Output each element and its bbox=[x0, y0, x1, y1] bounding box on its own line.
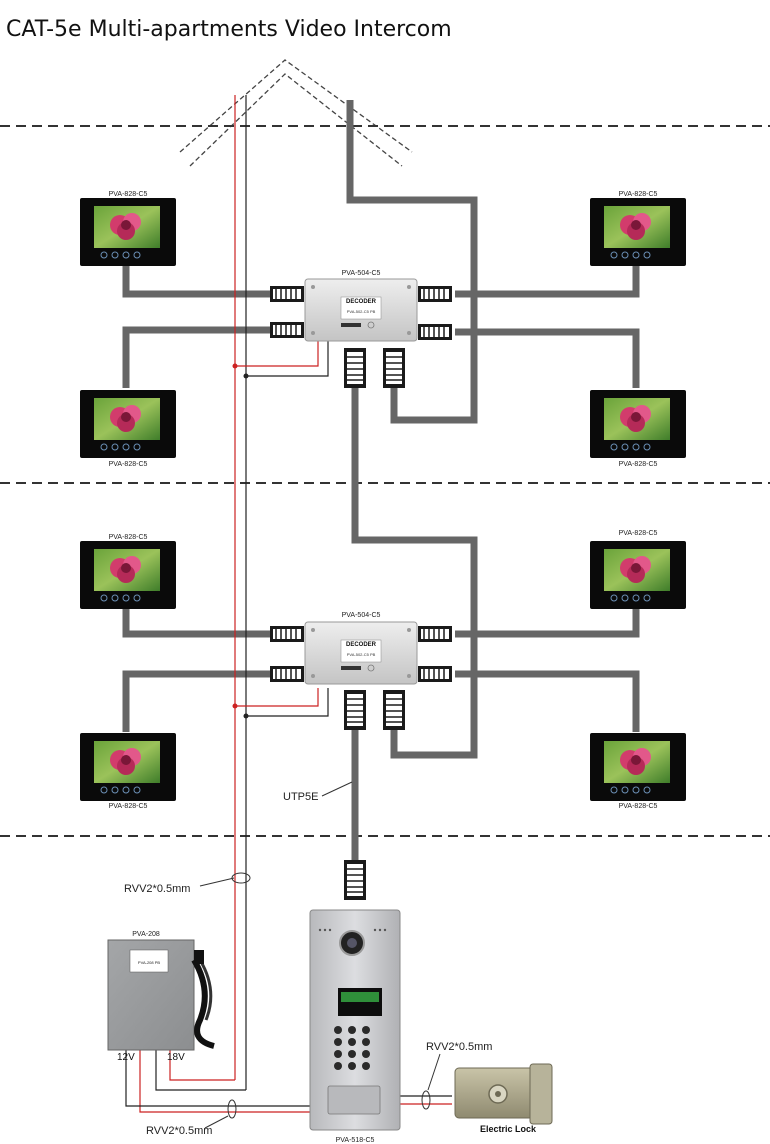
video-monitor bbox=[589, 389, 687, 459]
rvv-leader-line bbox=[199, 877, 235, 887]
power-18v-label: 18V bbox=[167, 1052, 185, 1063]
rj45-connector bbox=[417, 323, 453, 341]
roof-outline bbox=[179, 59, 413, 167]
cable-bundle-marker bbox=[421, 1090, 431, 1110]
rj45-connector bbox=[269, 285, 305, 303]
power-supply-model-label: PVA-208 bbox=[132, 931, 160, 938]
monitor-model-label: PVA-828-C5 bbox=[619, 461, 658, 468]
video-monitor bbox=[589, 732, 687, 802]
monitor-model-label: PVA-828-C5 bbox=[619, 530, 658, 537]
rj45-connector bbox=[269, 665, 305, 683]
monitor-model-label: PVA-828-C5 bbox=[619, 191, 658, 198]
rvv-leader-line bbox=[204, 1115, 229, 1129]
rj45-connector bbox=[417, 665, 453, 683]
rj45-connector bbox=[343, 347, 367, 389]
video-monitor bbox=[79, 197, 177, 267]
video-monitor bbox=[79, 732, 177, 802]
rj45-connector bbox=[343, 689, 367, 731]
decoder-box-text: DECODER bbox=[346, 642, 377, 648]
diagram-title: CAT-5e Multi-apartments Video Intercom bbox=[6, 17, 452, 42]
rvv-cable-label: RVV2*0.5mm bbox=[146, 1125, 212, 1137]
power-supply: PVA-208 PVA-208 PB 12V 18V bbox=[107, 931, 215, 1063]
utp-cable-label: UTP5E bbox=[283, 791, 318, 803]
floor-dividers bbox=[0, 125, 770, 837]
video-monitor bbox=[79, 389, 177, 459]
cable-bundle-marker bbox=[227, 1099, 237, 1119]
electric-lock-label: Electric Lock bbox=[480, 1124, 537, 1134]
monitor-model-label: PVA-828-C5 bbox=[109, 803, 148, 810]
door-station: PVA-518-C5 bbox=[309, 909, 401, 1144]
monitor-model-label: PVA-828-C5 bbox=[109, 534, 148, 541]
decoder-model-label: PVA-504-C5 bbox=[342, 270, 381, 277]
power-supply-sticker: PVA-208 PB bbox=[138, 960, 160, 965]
rvv-leader-line bbox=[427, 1053, 441, 1091]
monitor-model-label: PVA-828-C5 bbox=[619, 803, 658, 810]
rvv-cable-label: RVV2*0.5mm bbox=[426, 1041, 492, 1053]
utp-cabling bbox=[122, 100, 640, 860]
rj45-connector bbox=[417, 285, 453, 303]
power-12v-label: 12V bbox=[117, 1052, 135, 1063]
video-monitor bbox=[589, 197, 687, 267]
decoder-sub-text: PVA-502-C5 PB bbox=[347, 309, 376, 314]
rj45-connector bbox=[269, 321, 305, 339]
monitor-model-label: PVA-828-C5 bbox=[109, 461, 148, 468]
monitor-model-label: PVA-828-C5 bbox=[109, 191, 148, 198]
video-monitor bbox=[589, 540, 687, 610]
electric-lock: Electric Lock bbox=[454, 1063, 553, 1134]
rj45-connector bbox=[343, 859, 367, 901]
decoder-sub-text: PVA-502-C5 PB bbox=[347, 652, 376, 657]
door-station-model-label: PVA-518-C5 bbox=[336, 1137, 375, 1144]
decoder-model-label: PVA-504-C5 bbox=[342, 612, 381, 619]
rj45-connector bbox=[269, 625, 305, 643]
video-monitor bbox=[79, 540, 177, 610]
rj45-connector bbox=[382, 689, 406, 731]
rj45-connector bbox=[382, 347, 406, 389]
floor-1: PVA-828-C5 PVA-828-C5 PVA-828-C5 PVA-828… bbox=[79, 191, 687, 468]
rj45-connector bbox=[417, 625, 453, 643]
power-wiring bbox=[125, 95, 452, 1113]
utp-leader-line bbox=[321, 781, 353, 797]
rvv-cable-label: RVV2*0.5mm bbox=[124, 883, 190, 895]
decoder-box-text: DECODER bbox=[346, 299, 377, 305]
floor-2: PVA-828-C5 PVA-828-C5 PVA-828-C5 PVA-828… bbox=[79, 530, 687, 810]
